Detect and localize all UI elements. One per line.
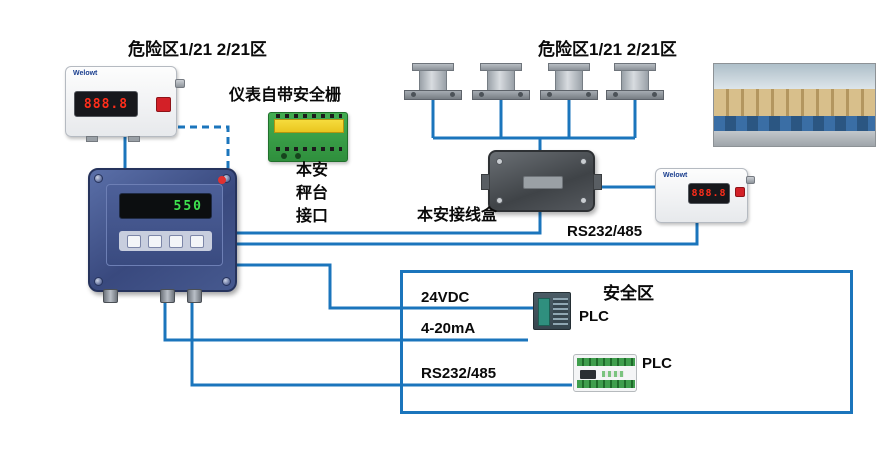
plc-top-label: PLC <box>579 308 609 325</box>
photo-tanks <box>714 88 875 117</box>
cable-gland <box>160 289 175 303</box>
load-cell-3 <box>540 63 598 103</box>
platform-interface-line-1: 本安 <box>296 162 329 179</box>
plc-led-row <box>602 371 624 377</box>
cable-gland <box>187 289 202 303</box>
junction-box-caption: 本安接线盒 <box>417 207 498 224</box>
wire-rs232-plc <box>190 296 572 387</box>
red-key <box>156 97 171 112</box>
bolt <box>518 92 523 97</box>
loadcell-base <box>540 90 598 100</box>
loadcell-body <box>555 70 583 91</box>
bolt <box>479 92 484 97</box>
brand-logo: Welowt <box>663 172 688 179</box>
hazard-zone-label-left: 危险区1/21 2/21区 <box>128 40 267 59</box>
screw <box>496 197 503 204</box>
cable-gland <box>103 289 118 303</box>
platform-interface-line-2: 秤台 <box>296 185 329 202</box>
bolt <box>547 92 552 97</box>
wire-dashed-barrier-link <box>178 125 230 170</box>
wire-junction-to-indicator <box>237 211 542 235</box>
plc-vents <box>553 298 568 326</box>
mounting-hole <box>281 153 287 159</box>
plc-door <box>538 298 550 326</box>
loadcell-base <box>606 90 664 100</box>
key-button <box>126 234 141 248</box>
led-display-window: 888.8 <box>74 91 138 117</box>
corner-bolt <box>94 174 103 183</box>
barrier-label-strip <box>274 119 344 133</box>
hazard-zone-label-right: 危险区1/21 2/21区 <box>538 40 677 59</box>
bolt <box>411 92 416 97</box>
signal-24vdc-label: 24VDC <box>421 289 470 306</box>
red-key <box>735 187 745 197</box>
plc-bottom-label: PLC <box>642 355 672 372</box>
corner-bolt <box>222 277 231 286</box>
photo-structure <box>714 116 875 132</box>
bottom-terminal <box>86 136 98 142</box>
safe-zone-frame <box>400 270 853 414</box>
main-weighing-indicator: 550 <box>88 168 237 303</box>
signal-rs232-label: RS232/485 <box>421 365 497 382</box>
remote-weighing-display-left: Welowt 888.8 <box>65 66 185 142</box>
plc-module-top <box>533 292 571 330</box>
serial-link-label: RS232/485 <box>567 223 643 240</box>
mounting-hole <box>295 153 301 159</box>
remote-weighing-display-right: Welowt 888.8 <box>655 168 755 223</box>
led-digits: 888.8 <box>691 188 727 199</box>
nameplate <box>523 176 563 189</box>
led-display-window: 888.8 <box>688 183 730 204</box>
side-connector <box>746 176 755 184</box>
key-button <box>190 234 205 248</box>
corner-bolt <box>94 277 103 286</box>
load-cell-4 <box>606 63 664 103</box>
terminal-row <box>577 380 635 388</box>
screw <box>496 158 503 165</box>
bottom-terminal <box>128 136 140 142</box>
side-connector <box>175 79 185 88</box>
platform-interface-line-3: 接口 <box>296 208 329 225</box>
photo-ground <box>714 131 875 146</box>
photo-sky <box>714 64 875 89</box>
led-display-window: 550 <box>119 193 212 219</box>
front-panel: 550 <box>106 184 223 266</box>
load-cell-1 <box>404 63 462 103</box>
safety-barrier-module <box>268 112 348 162</box>
signal-4-20ma-label: 4-20mA <box>421 320 476 337</box>
plc-display <box>580 370 596 379</box>
key-row <box>119 231 212 251</box>
plant-photo <box>713 63 876 147</box>
bolt <box>613 92 618 97</box>
barrier-caption: 仪表自带安全栅 <box>229 87 342 104</box>
safe-zone-title: 安全区 <box>603 284 654 303</box>
wire-rs232-remote-display <box>237 222 699 246</box>
plc-module-bottom <box>573 354 637 392</box>
loadcell-base <box>404 90 462 100</box>
wire-4-20ma <box>163 296 528 342</box>
screw <box>580 197 587 204</box>
key-button <box>147 234 162 248</box>
bolt <box>450 92 455 97</box>
load-cell-2 <box>472 63 530 103</box>
screw <box>580 158 587 165</box>
loadcell-base <box>472 90 530 100</box>
brand-logo: Welowt <box>73 70 98 77</box>
terminal-row <box>276 114 342 118</box>
led-digits: 550 <box>173 198 203 214</box>
wire-24vdc <box>237 263 533 310</box>
bolt <box>652 92 657 97</box>
terminal-row <box>577 358 635 366</box>
status-lamp <box>218 176 226 184</box>
mounting-flange <box>593 174 602 190</box>
bolt <box>586 92 591 97</box>
terminal-row <box>276 147 342 151</box>
loadcell-body <box>621 70 649 91</box>
mounting-flange <box>481 174 490 190</box>
loadcell-body <box>487 70 515 91</box>
loadcell-body <box>419 70 447 91</box>
led-digits: 888.8 <box>83 96 129 112</box>
junction-box <box>481 150 602 212</box>
key-button <box>169 234 184 248</box>
